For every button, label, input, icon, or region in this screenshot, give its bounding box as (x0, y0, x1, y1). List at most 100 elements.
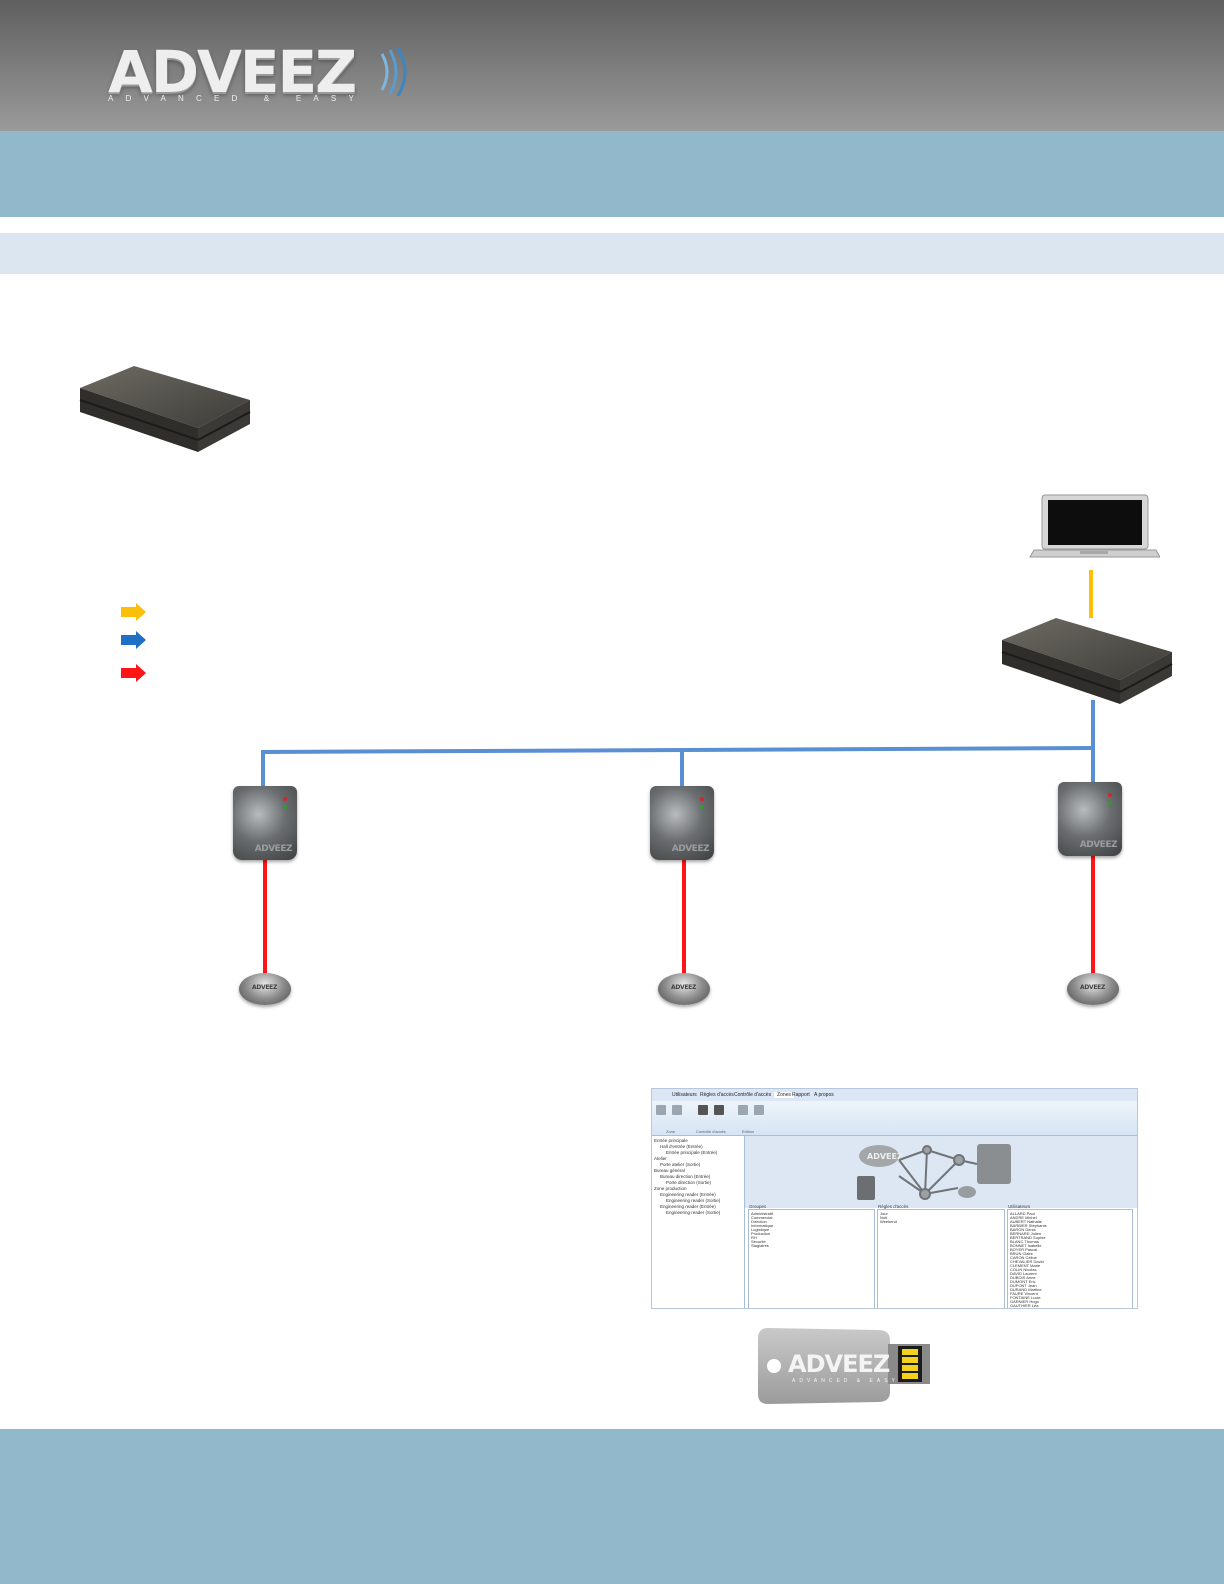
status-led-green-icon (283, 805, 287, 809)
door-controller-2: ADVEEZ (650, 786, 714, 860)
panel-line: AUBERT Nathalie (1010, 1219, 1042, 1224)
ribbon-add-icon (656, 1105, 666, 1115)
status-led-red-icon (700, 797, 704, 801)
panel-line: BRUN Claire (1010, 1251, 1033, 1256)
logo-tagline: ADVANCED & EASY (108, 94, 366, 103)
title-band (0, 131, 1224, 217)
panel-line: CLEMENT Marie (1010, 1263, 1041, 1268)
panel-line: FAURE Vincent (1010, 1291, 1038, 1296)
software-menu-item: Règles d'accès (700, 1092, 734, 1098)
panel-line: FONTAINE Lucie (1010, 1295, 1041, 1300)
legend-arrow-yellow-icon (121, 603, 146, 621)
tree-item: Bureau général (654, 1168, 685, 1173)
status-led-red-icon (283, 797, 287, 801)
panel-line: Weekend (880, 1219, 897, 1224)
panel-line: DUPONT Jean (1010, 1283, 1037, 1288)
software-network-canvas: ADVEEZ (745, 1136, 1137, 1208)
ribbon-remove-icon (672, 1105, 682, 1115)
panel-line: DUMONT Eric (1010, 1279, 1036, 1284)
subtitle-band (0, 233, 1224, 274)
panel-line: Nuit (880, 1215, 888, 1220)
tree-item: Engineering reader (Sortie) (666, 1210, 721, 1215)
panel-line: Direction (751, 1219, 767, 1224)
rfid-tag-2: ADVEEZ (658, 973, 710, 1005)
panel-line: Jour (880, 1211, 888, 1216)
panel-line: CHEVALIER David (1010, 1259, 1044, 1264)
panel-line: CARON Céline (1010, 1255, 1037, 1260)
tree-item: Porte atelier (Sortie) (660, 1162, 701, 1167)
software-menu-item: Contrôle d'accès (734, 1092, 772, 1098)
header-bar (0, 0, 1224, 131)
panel-line: ALLARD Paul (1010, 1211, 1035, 1216)
ribbon-edit-icon (738, 1105, 748, 1115)
software-menu-item: A propos (814, 1092, 834, 1098)
central-reader-image (1001, 618, 1173, 704)
rfid-tag-1: ADVEEZ (239, 973, 291, 1005)
software-menu-item: Zones (774, 1092, 794, 1098)
tree-item: Hall d'entrée (Entrée) (660, 1144, 703, 1149)
panel-heading: Utilisateurs (1008, 1204, 1031, 1209)
software-rules-panel: Règles d'accès Jour Nuit Weekend (877, 1204, 1005, 1308)
tag-brand: ADVEEZ (1080, 984, 1106, 991)
panel-line: Commercial (751, 1215, 773, 1220)
ribbon-door-icon (698, 1105, 708, 1115)
tree-item: Engineering reader (Entrée) (660, 1192, 716, 1197)
panel-line: DURAND Martine (1010, 1287, 1042, 1292)
tree-item: Engineering reader (Sortie) (666, 1198, 721, 1203)
controller-brand: ADVEEZ (254, 844, 293, 854)
laptop-image (1029, 494, 1160, 558)
network-graph-icon: ADVEEZ (857, 1144, 1011, 1200)
ribbon-delete-icon (754, 1105, 764, 1115)
panel-line: BLANC Thomas (1010, 1239, 1039, 1244)
tree-item: Zone production (654, 1186, 687, 1191)
tag-brand: ADVEEZ (252, 984, 278, 991)
panel-heading: Groupes (749, 1204, 767, 1209)
panel-line: Production (751, 1231, 771, 1236)
panel-line: Stagiaires (751, 1243, 769, 1248)
canvas-logo: ADVEEZ (867, 1152, 903, 1161)
logo-wave-icon (380, 48, 407, 96)
legend-arrow-blue-icon (121, 631, 146, 649)
door-controller-3: ADVEEZ (1058, 782, 1122, 856)
panel-line: Informatique (751, 1223, 774, 1228)
usb-key-image: ADVEEZ ADVANCED & EASY (758, 1328, 930, 1404)
ribbon-door-icon (714, 1105, 724, 1115)
panel-line: Sécurité (751, 1239, 766, 1244)
panel-heading: Règles d'accès (878, 1204, 909, 1209)
wire-bus-1 (261, 746, 1094, 786)
desktop-reader-image (79, 366, 251, 452)
software-menu-item: Utilisateurs (672, 1092, 697, 1098)
usb-key-logo: ADVEEZ (788, 1350, 890, 1378)
panel-line: BARON Denis (1010, 1227, 1036, 1232)
ribbon-group-label: Edition (742, 1129, 755, 1134)
legend-arrow-red-icon (121, 664, 146, 682)
panel-line: DUBOIS Anne (1010, 1275, 1036, 1280)
software-ribbon: Zone Contrôle d'accès Edition (652, 1101, 1137, 1136)
tree-item: Entrée principale (654, 1138, 688, 1143)
status-led-green-icon (700, 805, 704, 809)
tree-item: Entrée principale (Entrée) (666, 1150, 718, 1155)
panel-line: BERTRAND Sophie (1010, 1235, 1046, 1240)
tree-item: Bureau direction (Entrée) (660, 1174, 711, 1179)
controller-brand: ADVEEZ (1079, 840, 1118, 850)
tag-brand: ADVEEZ (671, 984, 697, 991)
usb-key-tagline: ADVANCED & EASY (792, 1378, 899, 1384)
panel-line: ANDRE Michel (1010, 1215, 1037, 1220)
tree-item: Porte direction (Sortie) (666, 1180, 712, 1185)
company-logo: ADVEEZ (108, 38, 357, 106)
panel-line: GAUTHIER Léa (1010, 1303, 1039, 1308)
tree-item: Engineering reader (Entrée) (660, 1204, 716, 1209)
controller-brand: ADVEEZ (671, 844, 710, 854)
software-groups-panel: Groupes Administratif Commercial Directi… (748, 1204, 875, 1308)
tree-item: Atelier (654, 1156, 667, 1161)
panel-line: GARNIER Hugo (1010, 1299, 1039, 1304)
software-screenshot: Utilisateurs Règles d'accès Contrôle d'a… (651, 1088, 1138, 1309)
footer-band (0, 1429, 1224, 1584)
panel-line: BONNET Isabelle (1010, 1243, 1042, 1248)
status-led-red-icon (1108, 793, 1112, 797)
status-led-green-icon (1108, 801, 1112, 805)
panel-line: RH (751, 1235, 757, 1240)
panel-line: Administratif (751, 1211, 774, 1216)
panel-line: COLIN Nicolas (1010, 1267, 1037, 1272)
